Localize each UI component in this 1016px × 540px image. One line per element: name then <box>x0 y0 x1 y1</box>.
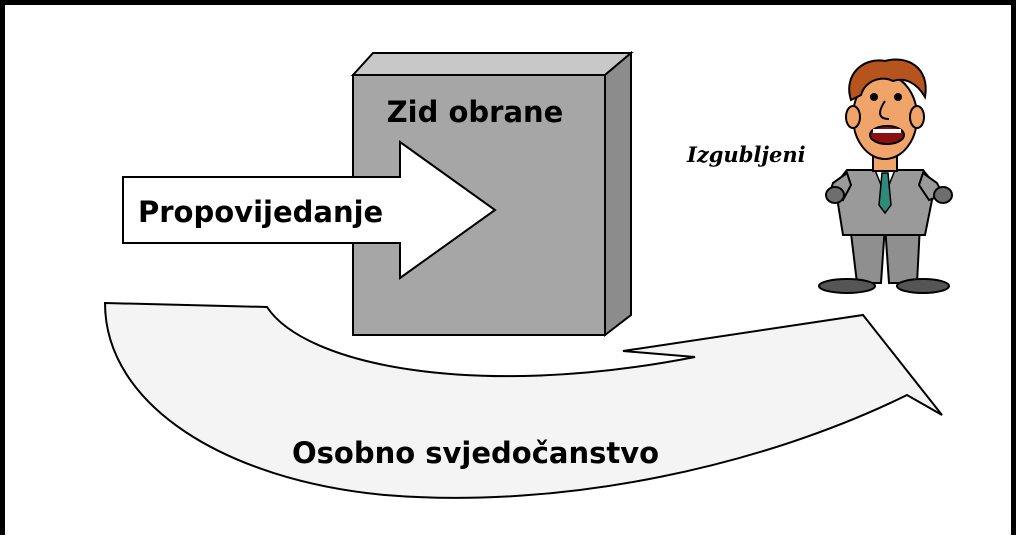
person-left-shoe <box>818 278 876 294</box>
lost-label: Izgubljeni <box>686 142 806 167</box>
testimony-label: Osobno svjedočanstvo <box>292 436 659 470</box>
diagram-canvas: Zid obrane Propovijedanje Osobno svjedoč… <box>103 50 953 499</box>
person-mouth <box>869 125 905 145</box>
person-left-ear <box>845 105 861 129</box>
person-teeth <box>873 129 901 133</box>
wall-label: Zid obrane <box>387 95 564 129</box>
person-left-eye <box>870 93 878 101</box>
person-left-hand <box>825 186 845 204</box>
person-right-hand <box>933 186 953 204</box>
lost-person-illustration <box>818 58 953 294</box>
person-right-ear <box>909 105 925 129</box>
person-nose <box>879 100 890 120</box>
testimony-curved-arrow <box>103 301 943 499</box>
person-tie <box>878 172 892 215</box>
person-hair <box>848 58 927 102</box>
person-right-eye <box>894 93 902 101</box>
person-right-shoe <box>896 278 950 294</box>
wall-side-face <box>604 50 632 338</box>
preaching-label: Propovijedanje <box>138 195 383 229</box>
wall-top-face <box>350 52 634 76</box>
preaching-arrow <box>122 140 497 280</box>
